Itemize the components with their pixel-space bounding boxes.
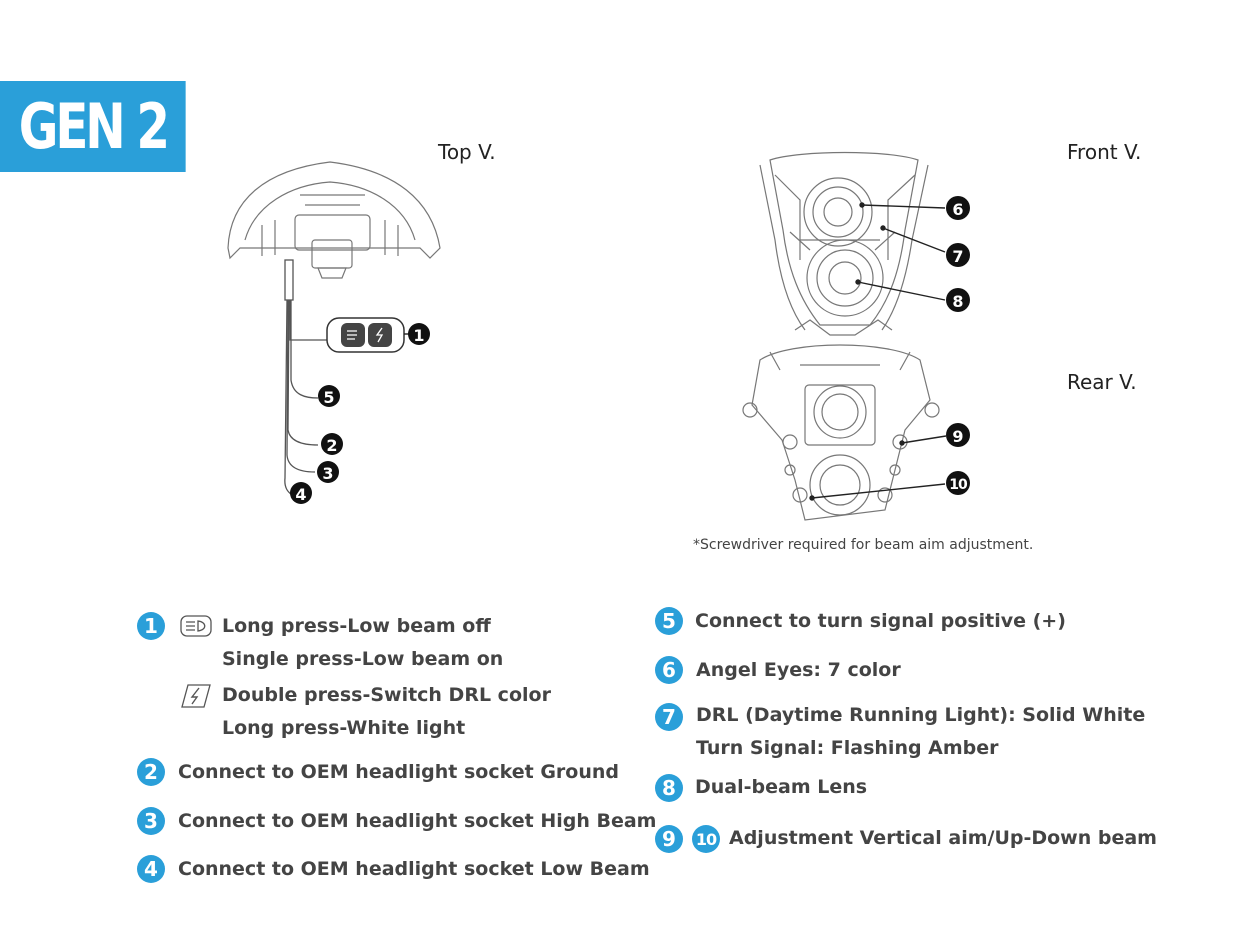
callout-4: 4 (290, 482, 312, 504)
svg-text:2: 2 (326, 436, 337, 455)
legend-5-text: Connect to turn signal positive (+) (695, 610, 1066, 632)
legend-num-8: 8 (655, 774, 683, 802)
callout-9: 9 (946, 423, 970, 447)
legend-num-2: 2 (137, 758, 165, 786)
legend-num-1: 1 (137, 612, 165, 640)
legend-num-5: 5 (655, 607, 683, 635)
callout-5: 5 (318, 385, 340, 407)
screwdriver-note: *Screwdriver required for beam aim adjus… (693, 537, 1034, 553)
leader-lines (404, 202, 947, 501)
legend-1-line-2: Single press-Low beam on (222, 648, 504, 670)
rear-view-drawing (742, 344, 940, 521)
headlight-diagram: 1 5 2 3 4 6 7 8 9 10 (227, 151, 970, 521)
callout-3: 3 (317, 461, 339, 483)
legend-num-7: 7 (655, 703, 683, 731)
diagram-callouts: 1 5 2 3 4 6 7 8 9 10 (290, 196, 970, 504)
lightning-icon (181, 684, 211, 708)
legend-num-9: 9 (655, 825, 683, 853)
legend-num-6: 6 (655, 656, 683, 684)
gen-badge: GEN 2 (0, 81, 186, 172)
legend-3-text: Connect to OEM headlight socket High Bea… (178, 810, 657, 832)
callout-1: 1 (408, 323, 430, 345)
legend-6-text: Angel Eyes: 7 color (696, 659, 901, 681)
callout-10: 10 (946, 471, 970, 495)
svg-text:1: 1 (413, 326, 424, 345)
callout-6: 6 (946, 196, 970, 220)
gen-badge-text: GEN 2 (18, 90, 170, 163)
legend-2-text: Connect to OEM headlight socket Ground (178, 761, 619, 783)
callout-2: 2 (321, 433, 343, 455)
switch-module (326, 317, 405, 353)
front-view-label: Front V. (1067, 140, 1142, 164)
svg-text:10: 10 (949, 477, 968, 493)
callout-8: 8 (946, 288, 970, 312)
front-view-drawing (759, 151, 929, 336)
legend-num-4: 4 (137, 855, 165, 883)
legend-1-line-1: Long press-Low beam off (222, 615, 491, 637)
legend-1-line-4: Long press-White light (222, 717, 466, 739)
svg-text:6: 6 (952, 200, 963, 219)
svg-text:7: 7 (952, 247, 963, 266)
legend-1-line-3: Double press-Switch DRL color (222, 684, 551, 706)
callout-7: 7 (946, 243, 970, 267)
svg-text:8: 8 (952, 292, 963, 311)
top-view-drawing (227, 161, 441, 279)
svg-text:9: 9 (952, 427, 963, 446)
legend-num-10: 10 (692, 825, 720, 853)
wires (284, 259, 330, 496)
legend-9-10-text: Adjustment Vertical aim/Up-Down beam (729, 827, 1157, 849)
rear-view-label: Rear V. (1067, 370, 1137, 394)
top-view-label: Top V. (438, 140, 496, 164)
svg-text:5: 5 (323, 388, 334, 407)
legend-4-text: Connect to OEM headlight socket Low Beam (178, 858, 650, 880)
low-beam-icon (180, 615, 212, 637)
legend-7-line-2: Turn Signal: Flashing Amber (696, 737, 999, 759)
legend-7-line-1: DRL (Daytime Running Light): Solid White (696, 704, 1146, 726)
legend-8-text: Dual-beam Lens (695, 776, 868, 798)
legend-num-3: 3 (137, 807, 165, 835)
svg-text:4: 4 (295, 485, 306, 504)
svg-text:3: 3 (322, 464, 333, 483)
